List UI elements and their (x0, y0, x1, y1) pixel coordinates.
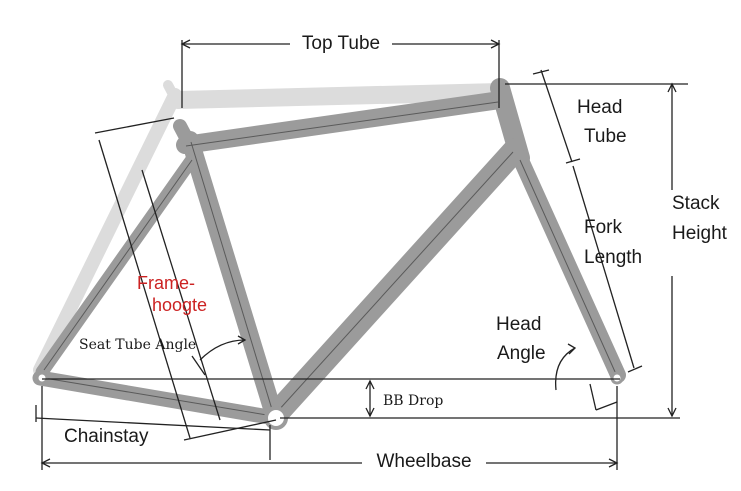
chainstay-label: Chainstay (64, 426, 149, 447)
stack-height-label-line2: Height (672, 223, 727, 244)
top-tube-shape (176, 91, 509, 154)
dimension-lines (35, 39, 688, 470)
wheelbase-label: Wheelbase (376, 451, 472, 472)
chainstay-shape (32, 370, 283, 426)
head-tube-label-line1: Head (577, 97, 623, 118)
bb-drop-label: BB Drop (383, 393, 444, 409)
top-tube-label: Top Tube (301, 33, 381, 54)
head-tube-label-line2: Tube (584, 126, 627, 147)
frame-centerlines (43, 101, 617, 417)
frame-height-label-line2: hoogte (152, 295, 208, 315)
fork-length-label-line1: Fork (584, 217, 622, 238)
seat-tube-angle-label: Seat Tube Angle (79, 337, 197, 353)
front-axle-shape (610, 371, 624, 385)
seatpost-shape (173, 119, 197, 152)
fork-length-label-line2: Length (584, 247, 643, 268)
head-angle-label-line1: Head (496, 314, 542, 335)
frame-height-label-line1: Frame- (137, 273, 195, 293)
fork-shape (512, 150, 626, 383)
rear-axle-shape (35, 371, 49, 385)
head-angle-label-line2: Angle (497, 343, 546, 364)
ghost-frame (33, 80, 509, 377)
stack-height-label-line1: Stack (672, 193, 720, 214)
